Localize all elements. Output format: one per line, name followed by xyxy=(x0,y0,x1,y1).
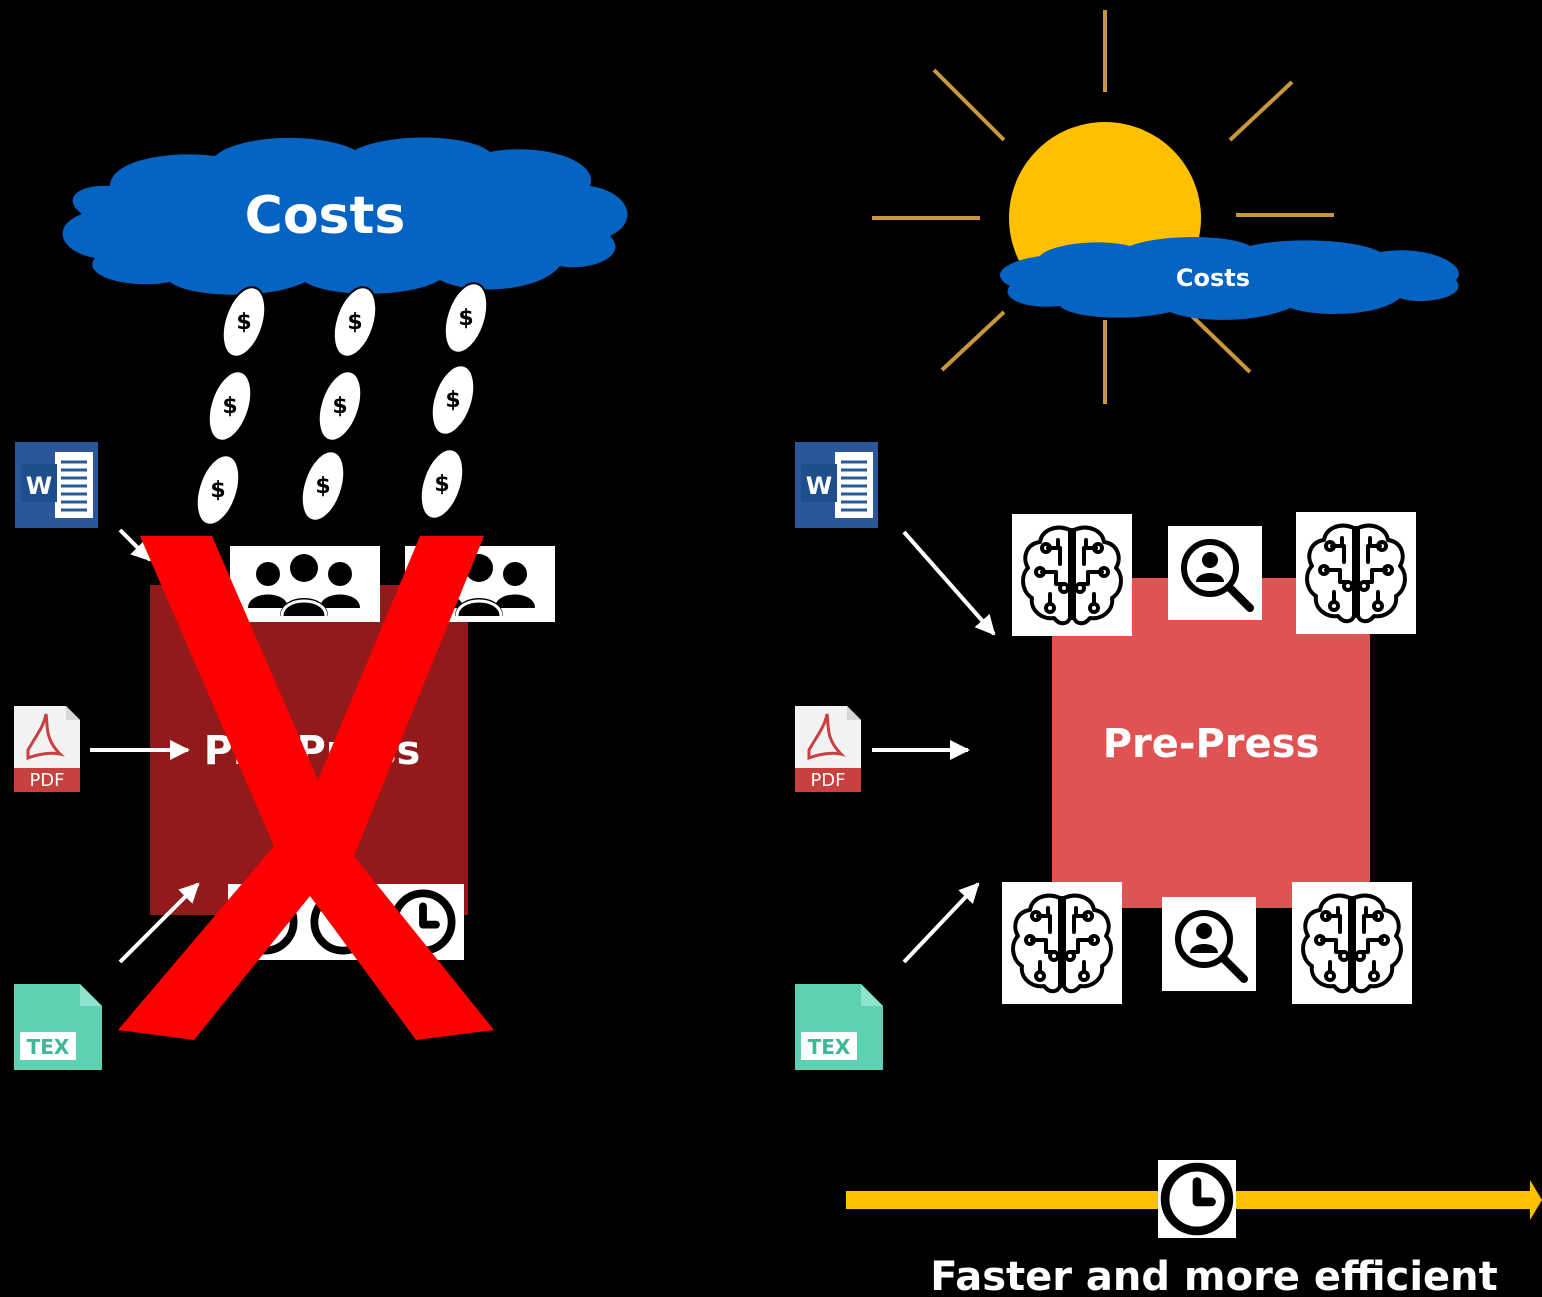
svg-text:TEX: TEX xyxy=(808,1035,851,1059)
dollar-coin-icon: $ xyxy=(435,276,497,360)
dollar-coin-icon: $ xyxy=(199,364,261,448)
timeline-arrowhead xyxy=(1530,1180,1542,1220)
cost-cloud-small: Costs xyxy=(1000,237,1459,320)
word-doc-icon: W xyxy=(13,440,100,530)
timeline: Faster and more efficient xyxy=(846,1160,1542,1297)
before-panel: Costs $ $ $ $ $ $ $ $ $ Pre-Press xyxy=(12,137,628,1070)
svg-text:$: $ xyxy=(332,394,347,419)
pdf-doc-icon: PDF xyxy=(793,704,863,794)
ai-brain-icon xyxy=(1290,880,1414,1006)
dollar-coin-icon: $ xyxy=(411,442,473,526)
cross-out-x xyxy=(118,536,494,1040)
dollar-coin-icon: $ xyxy=(187,448,249,532)
arrow-tex-to-prepress xyxy=(902,882,980,964)
dollar-coins: $ $ $ $ $ $ $ $ $ xyxy=(187,276,497,532)
svg-text:$: $ xyxy=(445,388,460,413)
ai-brain-icon xyxy=(1294,510,1418,636)
svg-text:$: $ xyxy=(210,478,225,503)
tex-doc-icon: TEX xyxy=(14,984,102,1070)
clock-icon xyxy=(1165,1167,1229,1231)
word-doc-icon: W xyxy=(793,440,880,530)
after-panel: Costs Pre-Press W PDF TEX Faster a xyxy=(793,10,1542,1297)
ai-brain-icon xyxy=(1010,512,1134,638)
dollar-coin-icon: $ xyxy=(309,364,371,448)
svg-text:TEX: TEX xyxy=(27,1035,70,1059)
pdf-doc-icon: PDF xyxy=(12,704,82,794)
svg-text:$: $ xyxy=(222,394,237,419)
svg-text:$: $ xyxy=(458,306,473,331)
ai-brain-icon xyxy=(1000,880,1124,1006)
arrow-tex-to-prepress xyxy=(118,882,200,964)
sun-icon xyxy=(872,10,1334,404)
dollar-coin-icon: $ xyxy=(213,280,275,364)
svg-text:$: $ xyxy=(236,310,251,335)
after-prepress-label: Pre-Press xyxy=(1103,721,1320,767)
cost-cloud-large: Costs xyxy=(62,137,628,295)
svg-text:$: $ xyxy=(315,474,330,499)
search-person-icon xyxy=(1168,526,1262,620)
dollar-coin-icon: $ xyxy=(324,280,386,364)
svg-text:$: $ xyxy=(347,310,362,335)
after-cloud-label: Costs xyxy=(1176,264,1250,292)
timeline-caption: Faster and more efficient xyxy=(930,1254,1498,1297)
cloud-icon xyxy=(62,137,628,295)
dollar-coin-icon: $ xyxy=(292,444,354,528)
dollar-coin-icon: $ xyxy=(422,358,484,442)
cloud-icon xyxy=(1000,237,1459,320)
arrow-word-to-prepress xyxy=(902,530,996,636)
tex-doc-icon: TEX xyxy=(795,984,883,1070)
svg-text:W: W xyxy=(806,472,832,500)
before-cloud-label: Costs xyxy=(245,186,406,246)
search-person-icon xyxy=(1162,897,1256,991)
svg-text:W: W xyxy=(26,472,52,500)
svg-text:PDF: PDF xyxy=(810,770,845,791)
svg-text:$: $ xyxy=(434,472,449,497)
people-icon xyxy=(228,544,382,624)
svg-text:PDF: PDF xyxy=(29,770,64,791)
arrow-word-to-prepress xyxy=(118,528,152,562)
